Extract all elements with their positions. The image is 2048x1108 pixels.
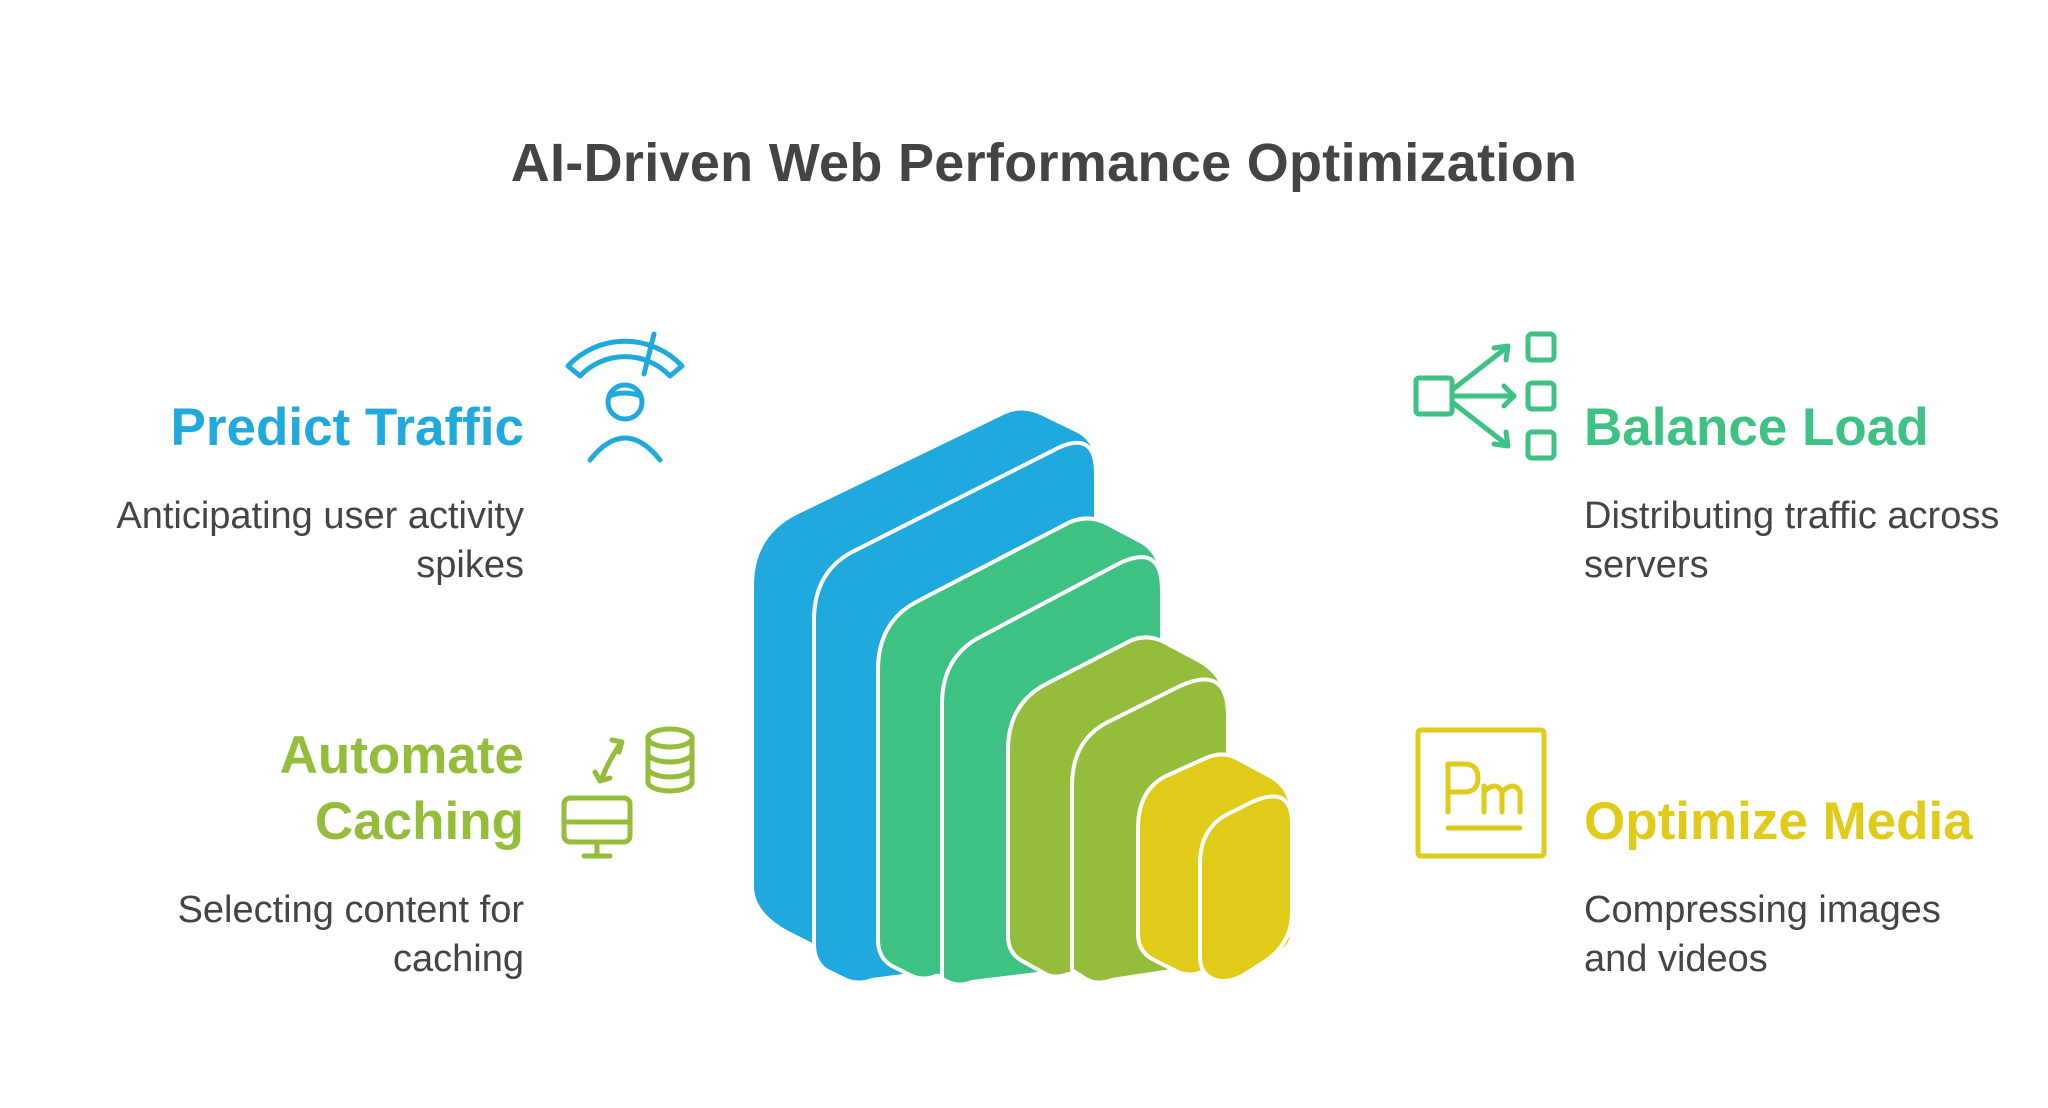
predict-traffic-description: Anticipating user activity spikes: [116, 495, 524, 586]
automate-caching-heading: Automate Caching: [279, 726, 524, 851]
layer-yellow-2: [1198, 794, 1294, 983]
predict-traffic-heading: Predict Traffic: [170, 398, 524, 457]
optimize-media-heading: Optimize Media: [1584, 792, 1973, 851]
automate-caching-description: Selecting content for caching: [177, 889, 524, 980]
load-distribution-icon: [1413, 331, 1557, 461]
page-title: AI-Driven Web Performance Optimization: [510, 133, 1578, 193]
media-document-icon: [1415, 727, 1547, 859]
balance-load-heading: Balance Load: [1584, 398, 1929, 457]
database-sync-icon: [561, 726, 695, 859]
balance-load-description: Distributing traffic across servers: [1584, 495, 2000, 586]
layered-stack-graphic: [752, 408, 1294, 987]
optimize-media-description: Compressing images and videos: [1584, 889, 1941, 980]
speedometer-user-icon: [565, 331, 685, 463]
